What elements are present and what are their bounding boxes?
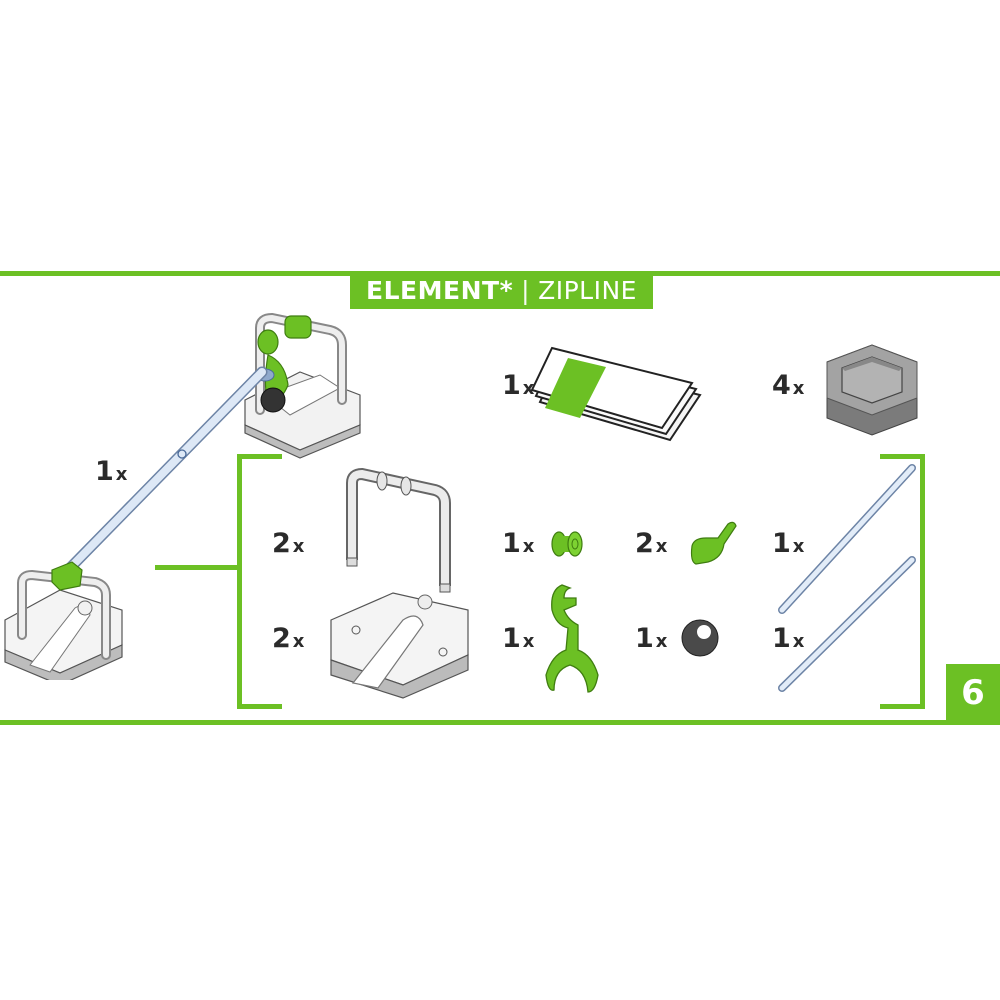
clip-icon xyxy=(690,521,737,565)
multiplier-x: x xyxy=(792,378,805,399)
parts-group-bracket-right xyxy=(880,454,925,709)
qty-number: 1 xyxy=(635,623,654,654)
qty-number: 2 xyxy=(635,528,654,559)
brand-mark: * xyxy=(499,276,514,305)
rail-arch-icon xyxy=(346,468,451,593)
brand-name: ELEMENT xyxy=(366,276,500,305)
hex-tile-icon xyxy=(826,344,918,436)
rope-icon xyxy=(778,464,916,692)
multiplier-x: x xyxy=(655,536,668,557)
multiplier-x: x xyxy=(292,536,305,557)
multiplier-x: x xyxy=(655,631,668,652)
qty-number: 2 xyxy=(272,528,291,559)
qty-number: 1 xyxy=(502,623,521,654)
frame-bottom-border xyxy=(0,720,1000,725)
qty-number: 2 xyxy=(272,623,291,654)
multiplier-x: x xyxy=(522,378,535,399)
multiplier-x: x xyxy=(522,631,535,652)
parts-group-bracket-left xyxy=(237,454,282,709)
multiplier-x: x xyxy=(522,536,535,557)
qty-number: 1 xyxy=(502,370,521,401)
lower-base-icon xyxy=(4,561,123,680)
multiplier-x: x xyxy=(792,536,805,557)
zip-rope-icon xyxy=(64,366,268,574)
product-title-tab: ELEMENT * | ZIPLINE xyxy=(350,272,653,309)
product-name: ZIPLINE xyxy=(538,276,637,305)
slope-base-icon xyxy=(330,592,469,699)
spool-icon xyxy=(551,531,583,557)
zipline-assembly-illustration xyxy=(4,312,361,680)
multiplier-x: x xyxy=(292,631,305,652)
qty-number: 1 xyxy=(772,623,791,654)
title-separator: | xyxy=(521,276,531,305)
instruction-booklet-icon xyxy=(530,346,702,442)
trolley-icon xyxy=(545,584,599,693)
qty-number: 4 xyxy=(772,370,791,401)
step-number-badge: 6 xyxy=(946,664,1000,722)
qty-number: 1 xyxy=(502,528,521,559)
qty-number: 1 xyxy=(772,528,791,559)
assembly-qty-number: 1 xyxy=(95,456,114,487)
marble-icon xyxy=(681,619,719,657)
multiplier-x: x xyxy=(115,464,128,485)
multiplier-x: x xyxy=(792,631,805,652)
upper-base-icon xyxy=(244,312,361,459)
assembly-connector-line xyxy=(155,565,240,570)
